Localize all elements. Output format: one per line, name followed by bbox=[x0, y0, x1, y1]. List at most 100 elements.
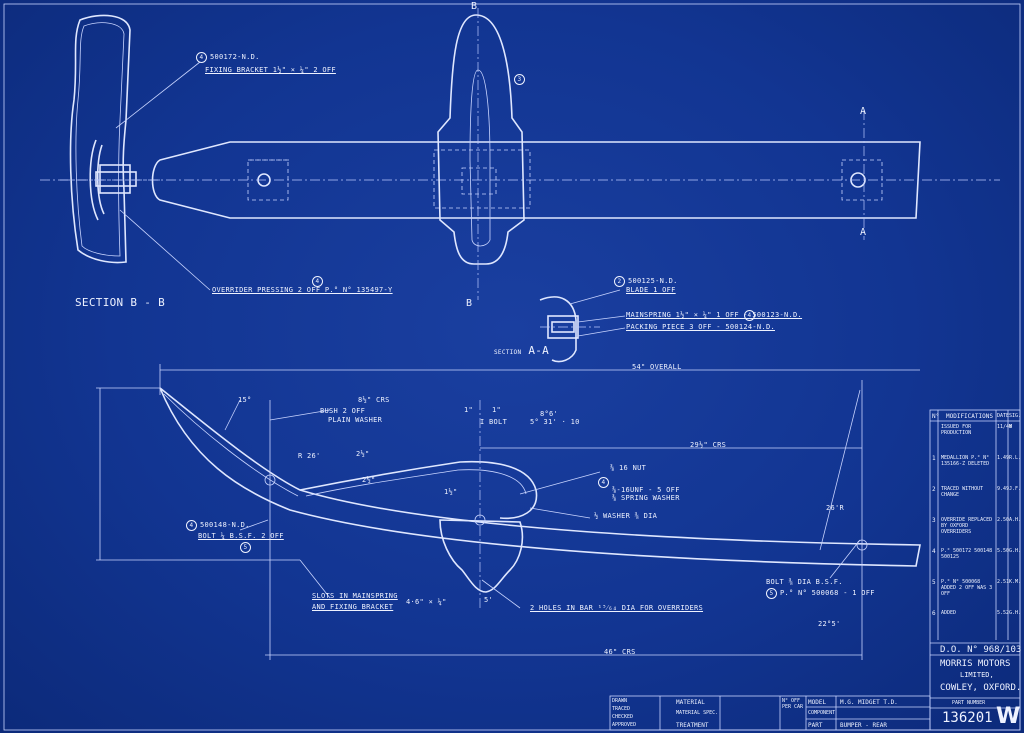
section-bb-label: SECTION B - B bbox=[75, 296, 166, 309]
material-spec-label: MATERIAL SPEC. bbox=[676, 710, 719, 716]
callout-holes: 2 HOLES IN BAR ¹⁵⁄₆₄ DIA FOR OVERRIDERS bbox=[530, 604, 704, 612]
mod-row-sig: K.M. bbox=[1009, 579, 1022, 585]
dim-angle: 8°6' bbox=[540, 410, 559, 418]
dim-bolt-ref: I BOLT bbox=[480, 418, 508, 426]
callout-blade: BLADE 1 OFF bbox=[626, 286, 676, 294]
mod-header-date: DATE bbox=[997, 413, 1010, 419]
dim-15-deg: 15° bbox=[238, 396, 252, 404]
mod-row-text: MEDALLION P.° N° 135166-Z DELETED bbox=[941, 455, 990, 467]
callout-override-pressing-num: 4 bbox=[312, 276, 326, 287]
mod-row-no: 1 bbox=[932, 455, 936, 462]
dim-2-half-b: 2½" bbox=[362, 476, 376, 484]
company-address: COWLEY, OXFORD. bbox=[940, 683, 1022, 693]
mod-header-sig: SIG. bbox=[1009, 413, 1022, 419]
title-block-frame bbox=[609, 409, 1021, 731]
mod-row-text: P.° N° 500068 ADDED 2 OFF WAS 3 OFF bbox=[941, 579, 993, 597]
dim-5: 5' bbox=[484, 596, 494, 604]
dim-46-crs: 46" CRS bbox=[604, 648, 636, 656]
dim-angle-2: 5° 31' · 10 bbox=[530, 418, 580, 426]
mod-row-sig: G.H. bbox=[1009, 610, 1022, 616]
elevation-view bbox=[96, 364, 921, 660]
callout-unf: ⅜-16UNF - 5 OFF bbox=[612, 486, 680, 494]
callout-overrider-num: 3 bbox=[514, 74, 528, 85]
callout-packing-piece: PACKING PIECE 3 OFF - 500124-N.D. bbox=[626, 323, 775, 331]
part-label: PART bbox=[808, 722, 823, 729]
part-number-label: PART NUMBER bbox=[952, 700, 986, 706]
mod-row-date: 11/48 bbox=[997, 424, 1013, 430]
mod-row-sig: R.L. bbox=[1009, 455, 1022, 461]
dim-1b: 1" bbox=[492, 406, 502, 414]
mod-row-no: 5 bbox=[932, 579, 936, 586]
treatment-label: TREATMENT bbox=[676, 722, 709, 729]
callout-bolt-num: 5 bbox=[240, 542, 254, 553]
callout-bolt: BOLT ¼ B.S.F. 2 OFF bbox=[198, 532, 284, 540]
mod-row-text: ADDED bbox=[941, 610, 957, 616]
company-name: MORRIS MOTORS bbox=[940, 659, 1011, 669]
callout-mainspring: MAINSPRING 1½" × ¼" 1 OFF - 500123-N.D. bbox=[626, 311, 803, 319]
dim-r26: R 26' bbox=[298, 452, 321, 460]
traced-label: TRACED bbox=[612, 706, 631, 712]
model-label: MODEL bbox=[808, 699, 827, 706]
callout-unf-num: 4 bbox=[598, 477, 612, 488]
company-limited: LIMITED, bbox=[960, 671, 994, 679]
dim-1a: 1" bbox=[464, 406, 474, 414]
mod-row-date: 2.51 bbox=[997, 579, 1010, 585]
dim-8-half-crs: 8½" CRS bbox=[358, 396, 390, 404]
dim-22-deg: 22°5' bbox=[818, 620, 841, 628]
callout-mainspring-num: 4 bbox=[744, 310, 758, 321]
dim-26r: 26'R bbox=[826, 504, 845, 512]
mod-row-sig: A.H. bbox=[1009, 517, 1022, 523]
plan-view bbox=[40, 8, 1000, 300]
mod-row-text: OVERRIDE REPLACED BY OXFORD OVERRIDERS bbox=[941, 517, 993, 535]
marker-b-top: B bbox=[471, 1, 478, 12]
callout-override-pressing: OVERRIDER PRESSING 2 OFF P.° N° 135497-Y bbox=[212, 286, 393, 294]
mod-row-no: 4 bbox=[932, 548, 936, 555]
callout-slots-line2: AND FIXING BRACKET bbox=[312, 603, 394, 611]
callout-fixing-bracket: FIXING BRACKET 1½" × ¼" 2 OFF bbox=[205, 66, 336, 74]
callout-bolt-bsf: BOLT ⅜ DIA B.S.F. bbox=[766, 578, 843, 586]
mod-row-sig: G.H. bbox=[1009, 548, 1022, 554]
callout-slots-line1: SLOTS IN MAINSPRING bbox=[312, 592, 398, 600]
marker-a-bottom: A bbox=[860, 227, 867, 238]
mod-header-no: N° bbox=[932, 413, 940, 420]
callout-plain-washer: PLAIN WASHER bbox=[328, 416, 383, 424]
approved-label: APPROVED bbox=[612, 722, 637, 728]
mod-header-text: MODIFICATIONS bbox=[946, 413, 993, 420]
drawn-label: DRAWN bbox=[612, 698, 628, 704]
component-label: COMPONENT bbox=[808, 710, 836, 716]
callout-bush: BUSH 2 OFF bbox=[320, 407, 366, 415]
callout-washer: ½ WASHER ⅜ DIA bbox=[594, 512, 658, 520]
part-value: BUMPER - REAR bbox=[840, 722, 887, 729]
section-aa-label: SECTION A-A bbox=[494, 344, 550, 357]
section-aa-view bbox=[539, 289, 626, 363]
callout-spring-washer: ⅜ SPRING WASHER bbox=[612, 494, 680, 502]
mod-row-date: 2.50 bbox=[997, 517, 1010, 523]
part-number: 136201 bbox=[942, 710, 993, 726]
mod-row-sig: W bbox=[1009, 424, 1013, 430]
marker-a-top: A bbox=[860, 106, 867, 117]
section-bb-view bbox=[60, 14, 211, 291]
dim-1-half: 1½" bbox=[444, 488, 458, 496]
mod-row-no: 2 bbox=[932, 486, 936, 493]
no-off-label: N° OFF PER CAR bbox=[782, 698, 804, 710]
checked-label: CHECKED bbox=[612, 714, 634, 720]
callout-nut: ⅜ 16 NUT bbox=[610, 464, 647, 472]
do-number: D.O. N° 968/103 bbox=[940, 645, 1022, 655]
marker-b-bottom: B bbox=[466, 298, 473, 309]
sheet-letter: W bbox=[996, 704, 1021, 729]
mod-row-date: 5.52 bbox=[997, 610, 1010, 616]
mod-row-text: TRACED WITHOUT CHANGE bbox=[941, 486, 984, 498]
mod-row-text: P.° 500172 500148 500125 bbox=[941, 548, 993, 560]
callout-slots-dims: 4·6" × ¼" bbox=[406, 598, 447, 606]
material-label: MATERIAL bbox=[676, 699, 705, 706]
dim-2-half: 2½" bbox=[356, 450, 370, 458]
mod-row-sig: J.F. bbox=[1009, 486, 1022, 492]
dim-overall: 54" OVERALL bbox=[632, 363, 682, 371]
mod-row-no: 6 bbox=[932, 610, 936, 617]
mod-row-date: 5.50 bbox=[997, 548, 1010, 554]
